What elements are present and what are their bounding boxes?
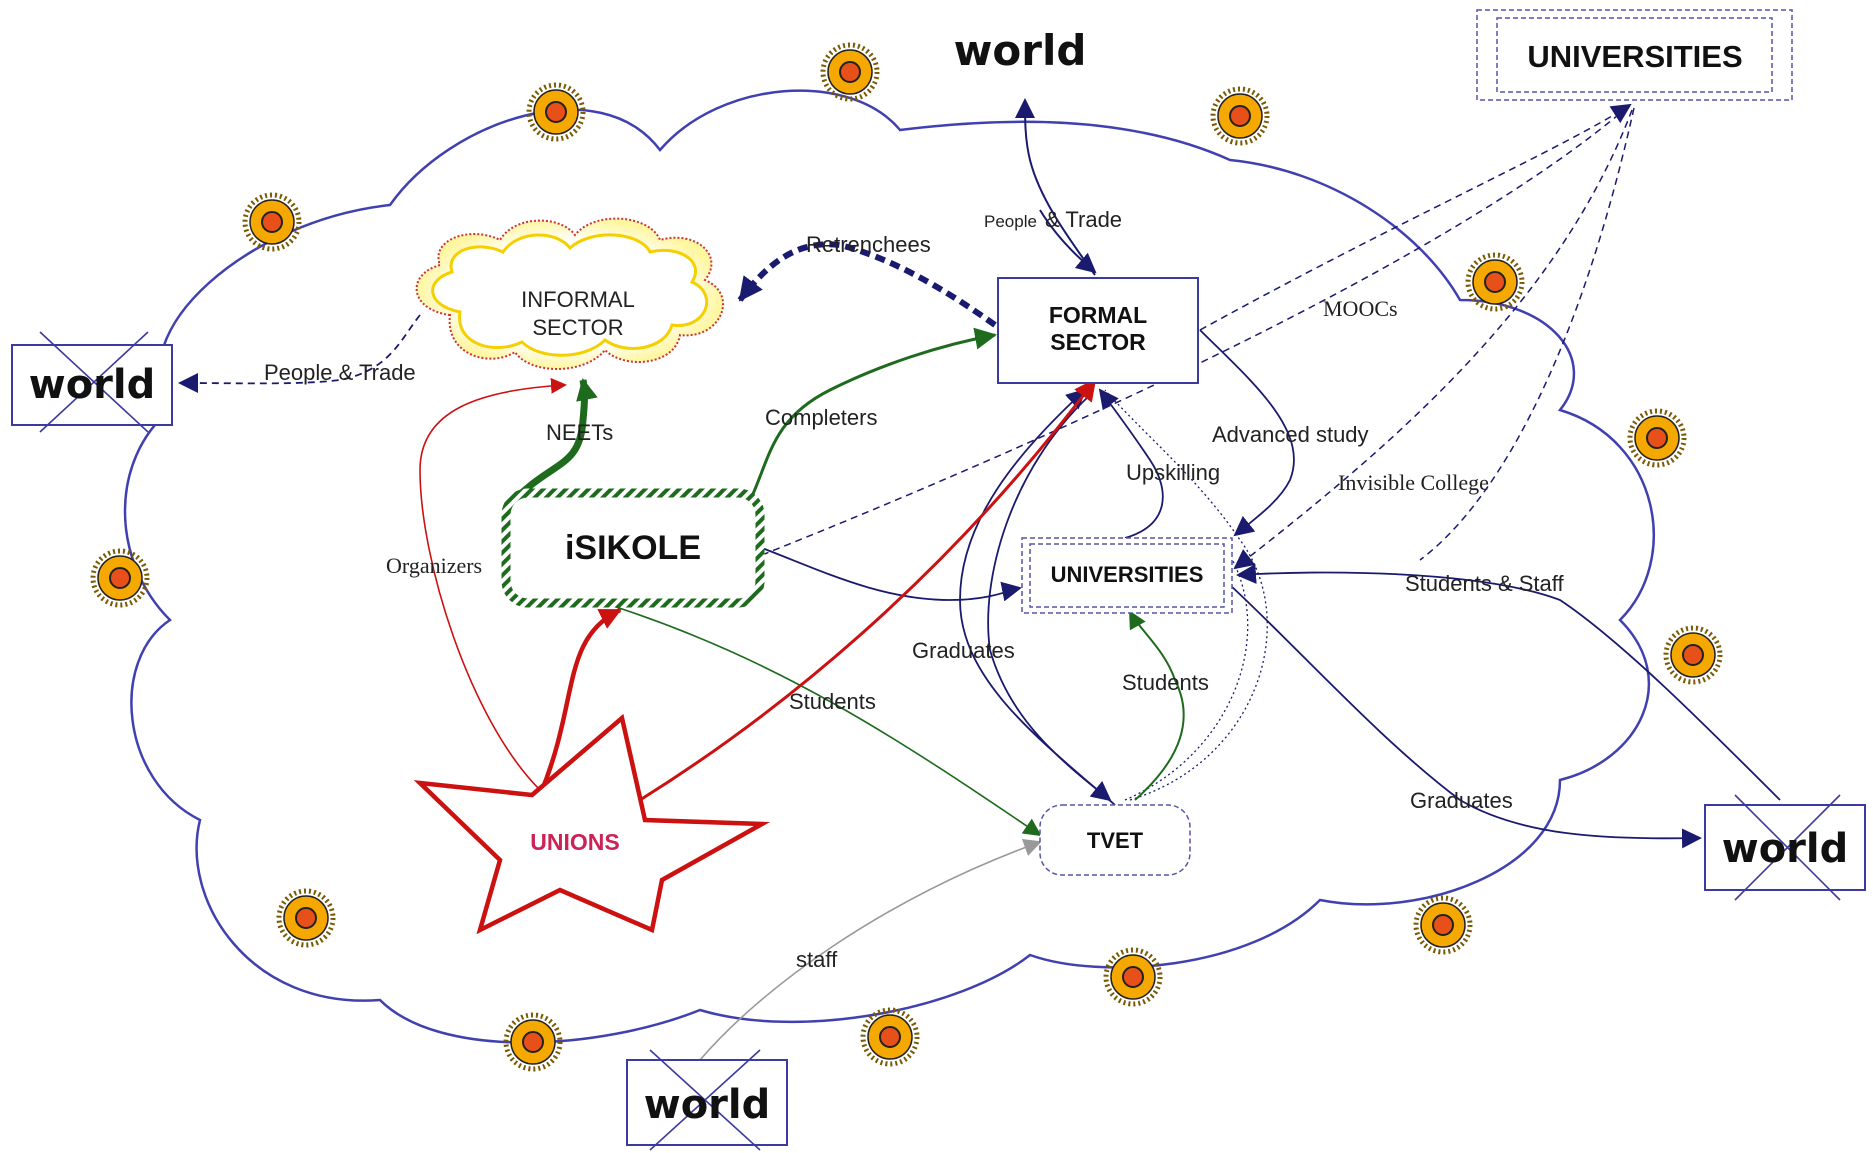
sun-icon-group [90, 42, 1723, 1072]
edge-universities-top-tvet-dotted [1419, 107, 1635, 561]
edge-students-staff [1236, 563, 1781, 801]
edge-tvet-formal-dotted [1104, 389, 1268, 801]
sun-icon [90, 548, 150, 608]
informal-sector-label-1: INFORMAL [521, 287, 635, 312]
sun-icon [1103, 947, 1163, 1007]
isikole-node[interactable]: iSIKOLE [501, 488, 765, 608]
edge-neets [507, 378, 598, 508]
label-moocs: MOOCs [1323, 296, 1398, 321]
universities-inner-label: UNIVERSITIES [1051, 562, 1204, 587]
label-upskilling: Upskilling [1126, 460, 1220, 485]
sun-icon [860, 1007, 920, 1067]
edge-formal-world-top [1015, 98, 1096, 276]
unions-node[interactable]: UNIONS [413, 713, 771, 935]
tvet-label: TVET [1087, 828, 1144, 853]
sun-icon [1627, 408, 1687, 468]
label-graduates-formal: Graduates [912, 638, 1015, 663]
label-people-trade-left: People & Trade [264, 360, 416, 385]
edge-students-isikole-tvet [609, 604, 1042, 837]
label-retrenchees: Retrenchees [806, 232, 931, 257]
edge-graduates-world [1229, 584, 1702, 849]
label-staff: staff [796, 947, 838, 972]
formal-sector-label-2: SECTOR [1050, 329, 1146, 355]
label-students-staff: Students & Staff [1405, 571, 1564, 596]
edge-organizers [419, 377, 567, 791]
formal-sector-node[interactable]: FORMAL SECTOR [997, 277, 1199, 384]
label-neets: NEETs [546, 420, 613, 445]
edge-unions-formal [639, 378, 1097, 802]
system-cloud-outline [123, 89, 1655, 1044]
world-bottom-node[interactable]: world [626, 1049, 788, 1151]
label-students-isikole: Students [789, 689, 876, 714]
label-graduates-world: Graduates [1410, 788, 1513, 813]
sun-icon [503, 1012, 563, 1072]
label-students-tvet: Students [1122, 670, 1209, 695]
sun-icon [820, 42, 880, 102]
label-people-trade-top-small: People [984, 212, 1037, 231]
edge-invisible-college [1233, 109, 1633, 570]
edge-world-top-formal [1039, 209, 1097, 274]
world-left-node[interactable]: world [11, 331, 173, 433]
edge-formal-universities-top [1199, 103, 1632, 331]
world-left-label: world [29, 362, 156, 408]
edge-completers [746, 327, 997, 506]
label-organizers: Organizers [386, 553, 482, 578]
formal-sector-label-1: FORMAL [1049, 302, 1147, 328]
tvet-node[interactable]: TVET [1039, 804, 1191, 876]
sun-icon [1210, 86, 1270, 146]
universities-top-label: UNIVERSITIES [1527, 39, 1742, 74]
label-completers: Completers [765, 405, 877, 430]
informal-sector-node[interactable]: INFORMAL SECTOR [415, 217, 724, 370]
edge-formal-tvet [987, 394, 1112, 802]
sun-icon [1465, 252, 1525, 312]
label-advanced-study: Advanced study [1212, 422, 1369, 447]
sun-icon [276, 888, 336, 948]
universities-top-node[interactable]: UNIVERSITIES [1476, 9, 1793, 101]
universities-inner-node[interactable]: UNIVERSITIES [1021, 537, 1233, 614]
world-right-label: world [1722, 826, 1849, 872]
edge-upskilling [1098, 388, 1164, 539]
world-top-label: world [954, 26, 1087, 75]
edge-isikole-universities [761, 547, 1022, 602]
isikole-label: iSIKOLE [565, 529, 701, 567]
unions-label: UNIONS [530, 829, 619, 855]
edge-staff [699, 838, 1042, 1061]
sun-icon [1413, 895, 1473, 955]
edge-people-trade-left [178, 314, 421, 394]
sun-icon [242, 192, 302, 252]
sun-icon [1663, 625, 1723, 685]
edge-advanced-study [1199, 329, 1295, 537]
informal-sector-label-2: SECTOR [532, 315, 623, 340]
world-right-node[interactable]: world [1704, 794, 1866, 901]
edge-moocs [761, 104, 1631, 556]
edge-unions-isikole [537, 607, 622, 796]
world-bottom-label: world [644, 1082, 771, 1128]
label-people-trade-top: & Trade [1045, 207, 1122, 232]
edge-students-tvet-univ [1129, 610, 1185, 801]
label-invisible-college: Invisible College [1338, 470, 1489, 495]
sun-icon [526, 82, 586, 142]
